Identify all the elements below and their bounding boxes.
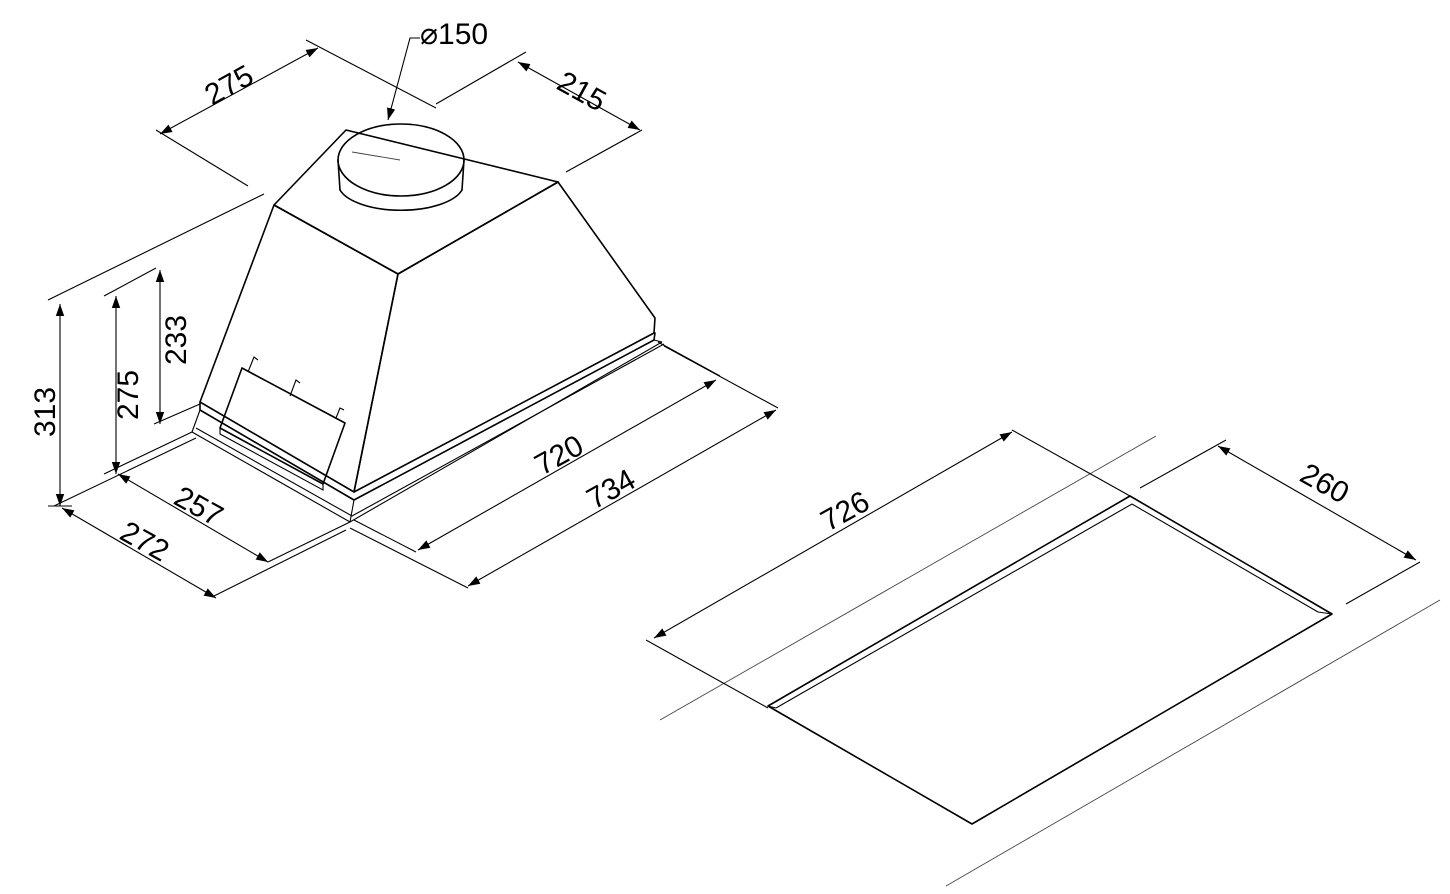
dim-duct-diameter: ⌀150 [387, 18, 488, 121]
control-glass [219, 367, 346, 485]
cutout-inner-edge [775, 503, 1319, 709]
dim-height-overall: 313 [29, 304, 72, 507]
hood-top-face [273, 129, 559, 275]
dim-top-depth: 215 [435, 51, 643, 173]
dim-top-length: 275 [155, 39, 437, 187]
dim-cutout-depth: 260 [1139, 439, 1421, 605]
dim-width-inner: 720 [417, 379, 717, 551]
ceiling-line-back [659, 435, 1157, 721]
height-front-label: 233 [160, 315, 193, 365]
hood-right-face [353, 181, 656, 493]
ceiling-line-front [945, 599, 1441, 887]
depth-inner-label: 257 [169, 480, 229, 533]
width-inner-label: 720 [529, 429, 589, 482]
dim-cutout-width: 726 [645, 429, 1131, 709]
duct-collar [337, 123, 465, 212]
dim-height-body: 275 [103, 267, 157, 474]
cutout-depth-label: 260 [1295, 457, 1355, 510]
duct-bottom-arc [339, 189, 463, 212]
dim-height-front: 233 [153, 270, 201, 425]
width-outer-label: 734 [581, 463, 641, 516]
control-panel [219, 356, 346, 491]
height-overall-label: 313 [29, 387, 62, 437]
depth-outer-label: 272 [115, 515, 175, 568]
cutout-outline [767, 495, 1333, 825]
cutout-width-label: 726 [815, 485, 875, 538]
duct-diameter-label: ⌀150 [420, 18, 488, 51]
top-depth-label: 215 [552, 65, 612, 118]
duct-top-ellipse [337, 123, 465, 197]
cutout-panel [659, 435, 1441, 887]
dim-width-outer: 734 [467, 409, 777, 587]
height-body-label: 275 [112, 370, 145, 420]
hood-left-face [199, 204, 399, 493]
hood-body [191, 129, 665, 523]
top-length-label: 275 [199, 59, 259, 112]
